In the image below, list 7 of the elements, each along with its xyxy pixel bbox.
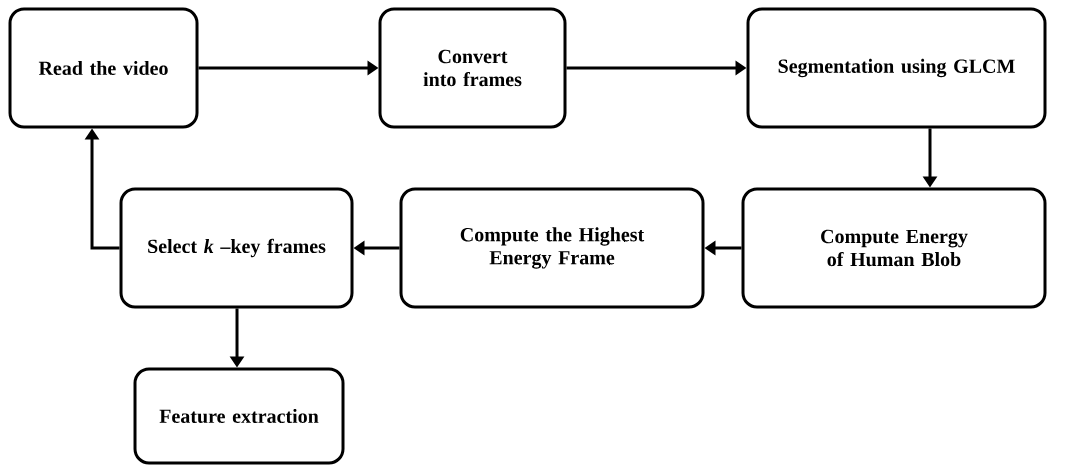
process-box: Segmentation using GLCM [746, 7, 1047, 129]
process-box: Compute Energy of Human Blob [741, 187, 1047, 309]
process-box: Select k –key frames [119, 187, 354, 309]
process-box: Compute the Highest Energy Frame [399, 187, 705, 309]
process-box: Read the video [8, 7, 199, 129]
process-box: Feature extraction [133, 367, 345, 465]
process-box: Convert into frames [378, 7, 567, 129]
